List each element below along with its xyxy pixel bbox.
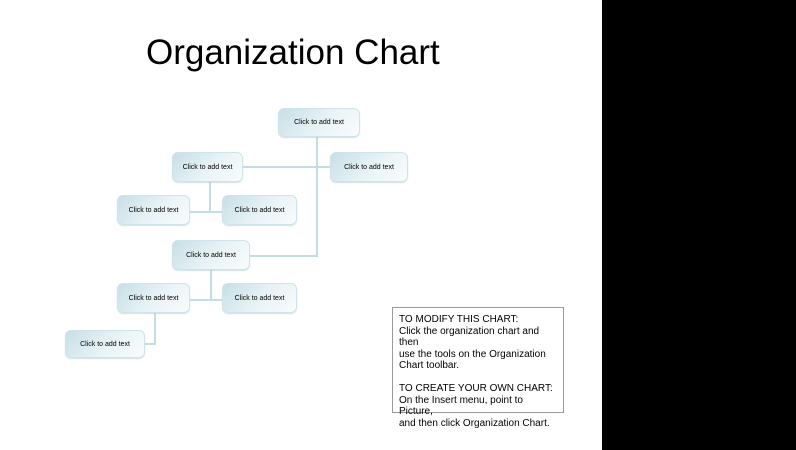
instructions-modify-text: TO MODIFY THIS CHART: Click the organiza… [399,314,546,372]
connector-line [210,270,212,300]
org-chart-box[interactable]: Click to add text [330,152,408,182]
org-chart-box[interactable]: Click to add text [172,240,250,270]
org-chart-box-root[interactable]: Click to add text [278,108,360,137]
slide-title: Organization Chart [146,33,440,72]
connector-line [190,299,222,301]
org-chart-box[interactable]: Click to add text [117,195,190,225]
org-chart-box[interactable]: Click to add text [65,330,145,358]
org-chart-box[interactable]: Click to add text [117,283,190,313]
connector-line [250,255,318,257]
org-chart-box[interactable]: Click to add text [172,152,243,182]
connector-line [154,313,156,345]
instructions-box: TO MODIFY THIS CHART: Click the organiza… [392,307,564,429]
org-chart-box[interactable]: Click to add text [222,283,297,313]
connector-line [209,182,211,212]
connector-line [243,166,330,168]
org-chart-box[interactable]: Click to add text [222,195,297,225]
connector-line [190,211,222,213]
letterbox-bar [602,0,796,450]
instructions-create-text: TO CREATE YOUR OWN CHART: On the Insert … [399,382,553,429]
connector-line [316,137,318,257]
connector-line [145,343,156,345]
